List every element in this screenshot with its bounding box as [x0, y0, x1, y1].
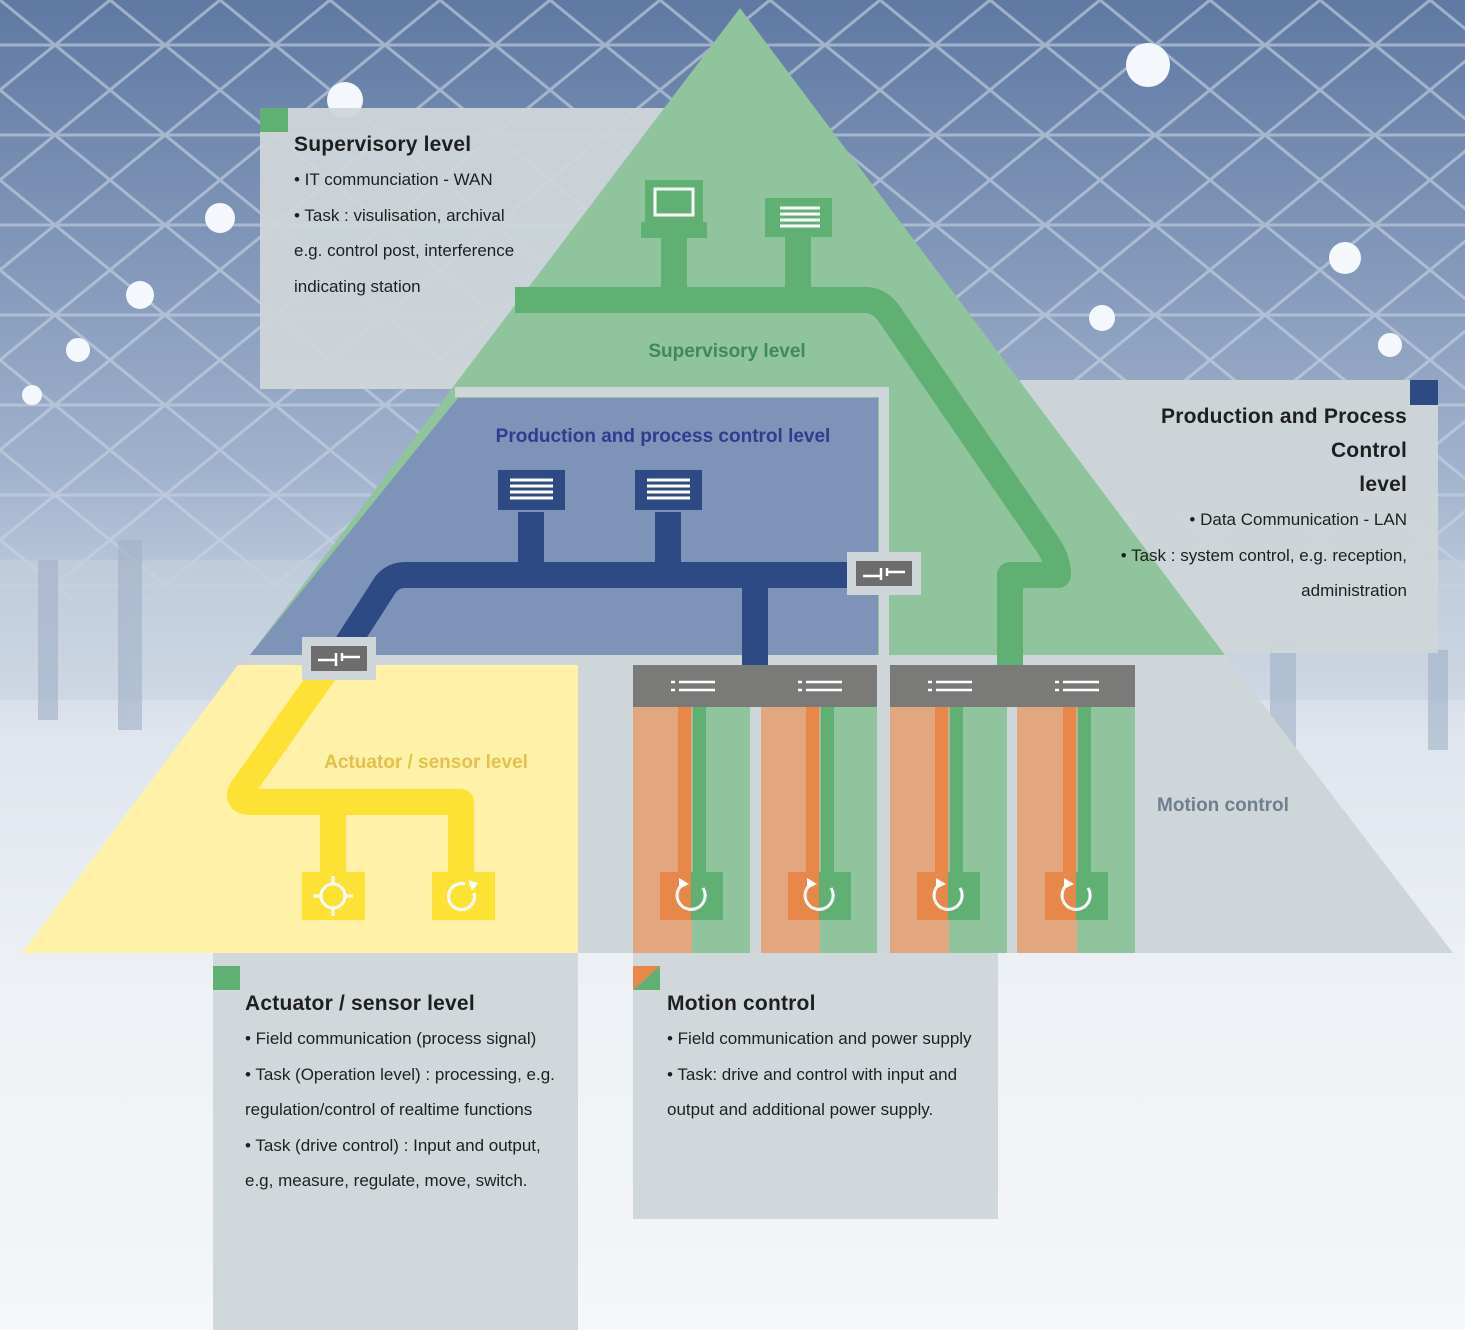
production-box-line: administration	[1301, 581, 1407, 600]
bus-coupler-icon-left	[302, 637, 376, 680]
drive-column-4	[1017, 707, 1135, 953]
motion-info-panel	[633, 953, 998, 1219]
production-server-icon-1	[498, 470, 565, 510]
supervisory-server-icon	[765, 198, 832, 237]
rotation-actuator-icon	[432, 872, 495, 920]
drive-column-1	[633, 707, 750, 953]
workstation-monitor-icon	[641, 180, 707, 238]
motion-color-marker	[633, 966, 660, 990]
supervisory-level-label: Supervisory level	[648, 341, 805, 362]
motion-drives	[633, 665, 1135, 953]
production-level-area	[250, 398, 878, 655]
actuator-box-line: • Task (drive control) : Input and outpu…	[245, 1135, 541, 1155]
production-box-line: • Data Communication - LAN	[1189, 510, 1407, 529]
actuator-box-line: • Task (Operation level) : processing, e…	[245, 1064, 555, 1084]
production-box-line: • Task : system control, e.g. reception,	[1120, 545, 1407, 565]
production-color-marker	[1410, 380, 1438, 405]
supervisory-box-line: • IT communciation - WAN	[294, 170, 493, 189]
actuator-box-line: regulation/control of realtime functions	[245, 1100, 533, 1119]
drive-column-3	[890, 707, 1007, 953]
supervisory-box-line: e.g. control post, interference	[294, 241, 515, 260]
production-area-border	[455, 387, 889, 953]
motion-box-title: Motion control	[667, 992, 816, 1015]
motion-box-line: • Task: drive and control with input and	[667, 1064, 958, 1084]
production-level-label: Production and process control level	[496, 426, 831, 447]
supervisory-box-line: indicating station	[294, 276, 421, 296]
motion-box-line: output and additional power supply.	[667, 1100, 934, 1119]
production-info-box: Production and Process Control level • D…	[1105, 400, 1407, 609]
motion-info-box: Motion control • Field communication and…	[667, 987, 992, 1128]
supervisory-box-line: • Task : visulisation, archival	[294, 205, 505, 225]
actuator-box-line: • Field communication (process signal)	[245, 1029, 537, 1048]
actuator-level-label: Actuator / sensor level	[324, 752, 528, 773]
motion-box-line: • Field communication and power supply	[667, 1029, 972, 1048]
actuator-network-bus	[227, 657, 474, 872]
crosshair-sensor-icon	[302, 872, 365, 920]
production-server-icon-2	[635, 470, 702, 510]
actuator-info-panel	[213, 953, 578, 1330]
bus-coupler-icon-right	[847, 552, 921, 595]
actuator-info-box: Actuator / sensor level • Field communic…	[245, 987, 570, 1199]
supervisory-color-marker	[260, 108, 288, 132]
actuator-color-marker	[213, 966, 240, 990]
production-box-title-cont: level	[1359, 473, 1407, 496]
actuator-box-line: e.g, measure, regulate, move, switch.	[245, 1171, 528, 1190]
drive-column-2	[761, 707, 877, 953]
supervisory-network-bus	[515, 236, 1071, 665]
production-box-title: Production and Process Control	[1161, 405, 1407, 462]
supervisory-info-box: Supervisory level • IT communciation - W…	[294, 128, 564, 304]
supervisory-box-title: Supervisory level	[294, 133, 472, 156]
motion-level-label: Motion control	[1157, 795, 1289, 816]
actuator-box-title: Actuator / sensor level	[245, 992, 475, 1015]
production-network-bus	[329, 512, 860, 665]
